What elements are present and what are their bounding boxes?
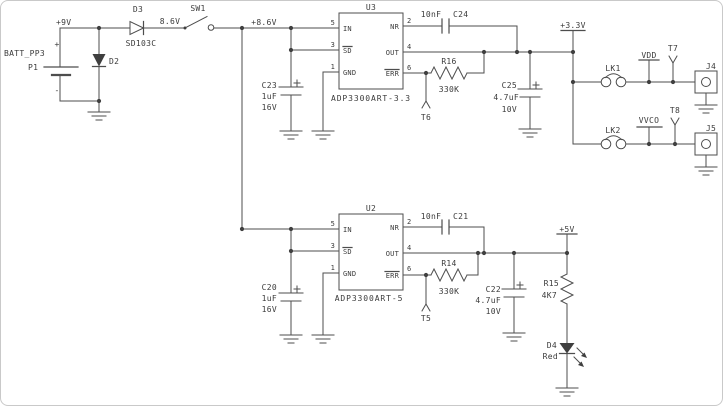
u2-pin-out-label: OUT [386,250,400,258]
junction-dots [96,25,678,278]
u2-pin1-number: 1 [331,264,335,272]
testpoint-t6-label: T6 [421,113,431,122]
net-underlines-and-overlines [342,29,663,273]
net-vvco-label: VVCO [639,116,659,125]
u2-ref-label: U2 [366,204,376,213]
capacitor-c24-symbol [441,18,450,34]
battery-plus-label: + [54,40,59,49]
jumper-lk1-symbol [600,73,627,88]
u2-pin-gnd-label: GND [343,270,356,278]
c23-value-label: 1uF [262,92,277,101]
u3-ref-label: U3 [366,3,376,12]
u3-pin2-number: 2 [407,17,411,25]
c21-ref-label: C21 [453,212,468,221]
u3-regulator-body [338,12,404,90]
c23-rating-label: 16V [262,103,277,112]
u3-pin-gnd-label: GND [343,69,356,77]
c24-ref-label: C24 [453,10,468,19]
u3-pin5-number: 5 [331,19,335,27]
diode-d2-symbol [91,54,107,68]
c22-value-label: 4.7uF [475,296,501,305]
u2-pin-err-label: ERR [386,272,400,280]
c20-value-label: 1uF [262,294,277,303]
r14-value-label: 330K [439,287,459,296]
testpoint-t8-label: T8 [670,106,680,115]
u2-pin-sd-label: SD [343,248,352,256]
testpoint-t7-label: T7 [668,44,678,53]
resistor-r15-symbol [559,273,575,305]
net-vdd-label: VDD [641,51,656,60]
u2-pin3-number: 3 [331,242,335,250]
u3-pin4-number: 4 [407,43,411,51]
testpoint-t5-symbol [421,303,431,312]
u3-pin-err-label: ERR [386,70,400,78]
diode-d3-ref-label: D3 [133,5,143,14]
connector-j5-symbol [694,132,718,156]
battery-ref-label: P1 [28,63,38,72]
u2-pin2-number: 2 [407,218,411,226]
r14-ref-label: R14 [441,259,456,268]
testpoint-t7-symbol [668,55,678,64]
led-d4-symbol [558,343,587,367]
connector-j4-symbol [694,70,718,94]
wire-segments [59,15,707,389]
u3-pin3-number: 3 [331,41,335,49]
u3-pin-nr-label: NR [390,23,399,31]
u2-pin6-number: 6 [407,265,411,273]
switch-sw1-ref-label: SW1 [190,4,205,13]
c20-ref-label: C20 [262,283,277,292]
battery-name-label: BATT_PP3 [4,49,45,58]
testpoint-t6-symbol [421,100,431,109]
c21-value-label: 10nF [421,212,441,221]
connector-j5-label: J5 [706,124,716,133]
u2-part-label: ADP3300ART-5 [335,294,404,303]
c22-ref-label: C22 [486,285,501,294]
u3-pin1-number: 1 [331,63,335,71]
r15-value-label: 4K7 [542,291,557,300]
c20-rating-label: 16V [262,305,277,314]
resistor-r16-symbol [430,65,468,81]
capacitor-c21-symbol [441,219,450,235]
u2-pin-nr-label: NR [390,224,399,232]
u2-regulator-body [338,213,404,291]
r16-ref-label: R16 [441,57,456,66]
u3-part-label: ADP3300ART-3.3 [331,94,411,103]
c25-ref-label: C25 [502,81,517,90]
resistor-r14-symbol [430,267,468,283]
led-d4-ref-label: D4 [547,341,557,350]
c25-rating-label: 10V [502,105,517,114]
u2-pin-in-label: IN [343,226,352,234]
u2-pin4-number: 4 [407,244,411,252]
diode-d3-part-label: SD103C [126,39,157,48]
u3-pin6-number: 6 [407,64,411,72]
r16-value-label: 330K [439,85,459,94]
u3-pin-in-label: IN [343,25,352,33]
connector-j4-label: J4 [706,62,716,71]
jumper-lk2-symbol [600,135,627,150]
c22-rating-label: 10V [486,307,501,316]
u3-pin-sd-label: SD [343,47,352,55]
led-d4-color-label: Red [543,352,558,361]
rail-5v-label: +5V [559,225,574,234]
jumper-lk1-label: LK1 [605,64,620,73]
rail-9v-label: +9V [56,18,71,27]
u2-pin5-number: 5 [331,220,335,228]
r15-ref-label: R15 [544,279,559,288]
diode-d3-symbol [129,20,145,36]
post-switch-voltage-label: +8.6V [251,18,277,27]
testpoint-t8-symbol [670,117,680,126]
c25-value-label: 4.7uF [493,93,519,102]
c23-ref-label: C23 [262,81,277,90]
switch-sw1-symbol [183,24,215,31]
rail-3v3-label: +3.3V [560,21,586,30]
c24-value-label: 10nF [421,10,441,19]
battery-minus-label: - [54,86,59,95]
jumper-lk2-label: LK2 [605,126,620,135]
battery-symbol [43,66,79,77]
u3-pin-out-label: OUT [386,49,400,57]
post-diode-voltage-label: 8.6V [160,17,180,26]
diode-d2-ref-label: D2 [109,57,119,66]
testpoint-t5-label: T5 [421,314,431,323]
